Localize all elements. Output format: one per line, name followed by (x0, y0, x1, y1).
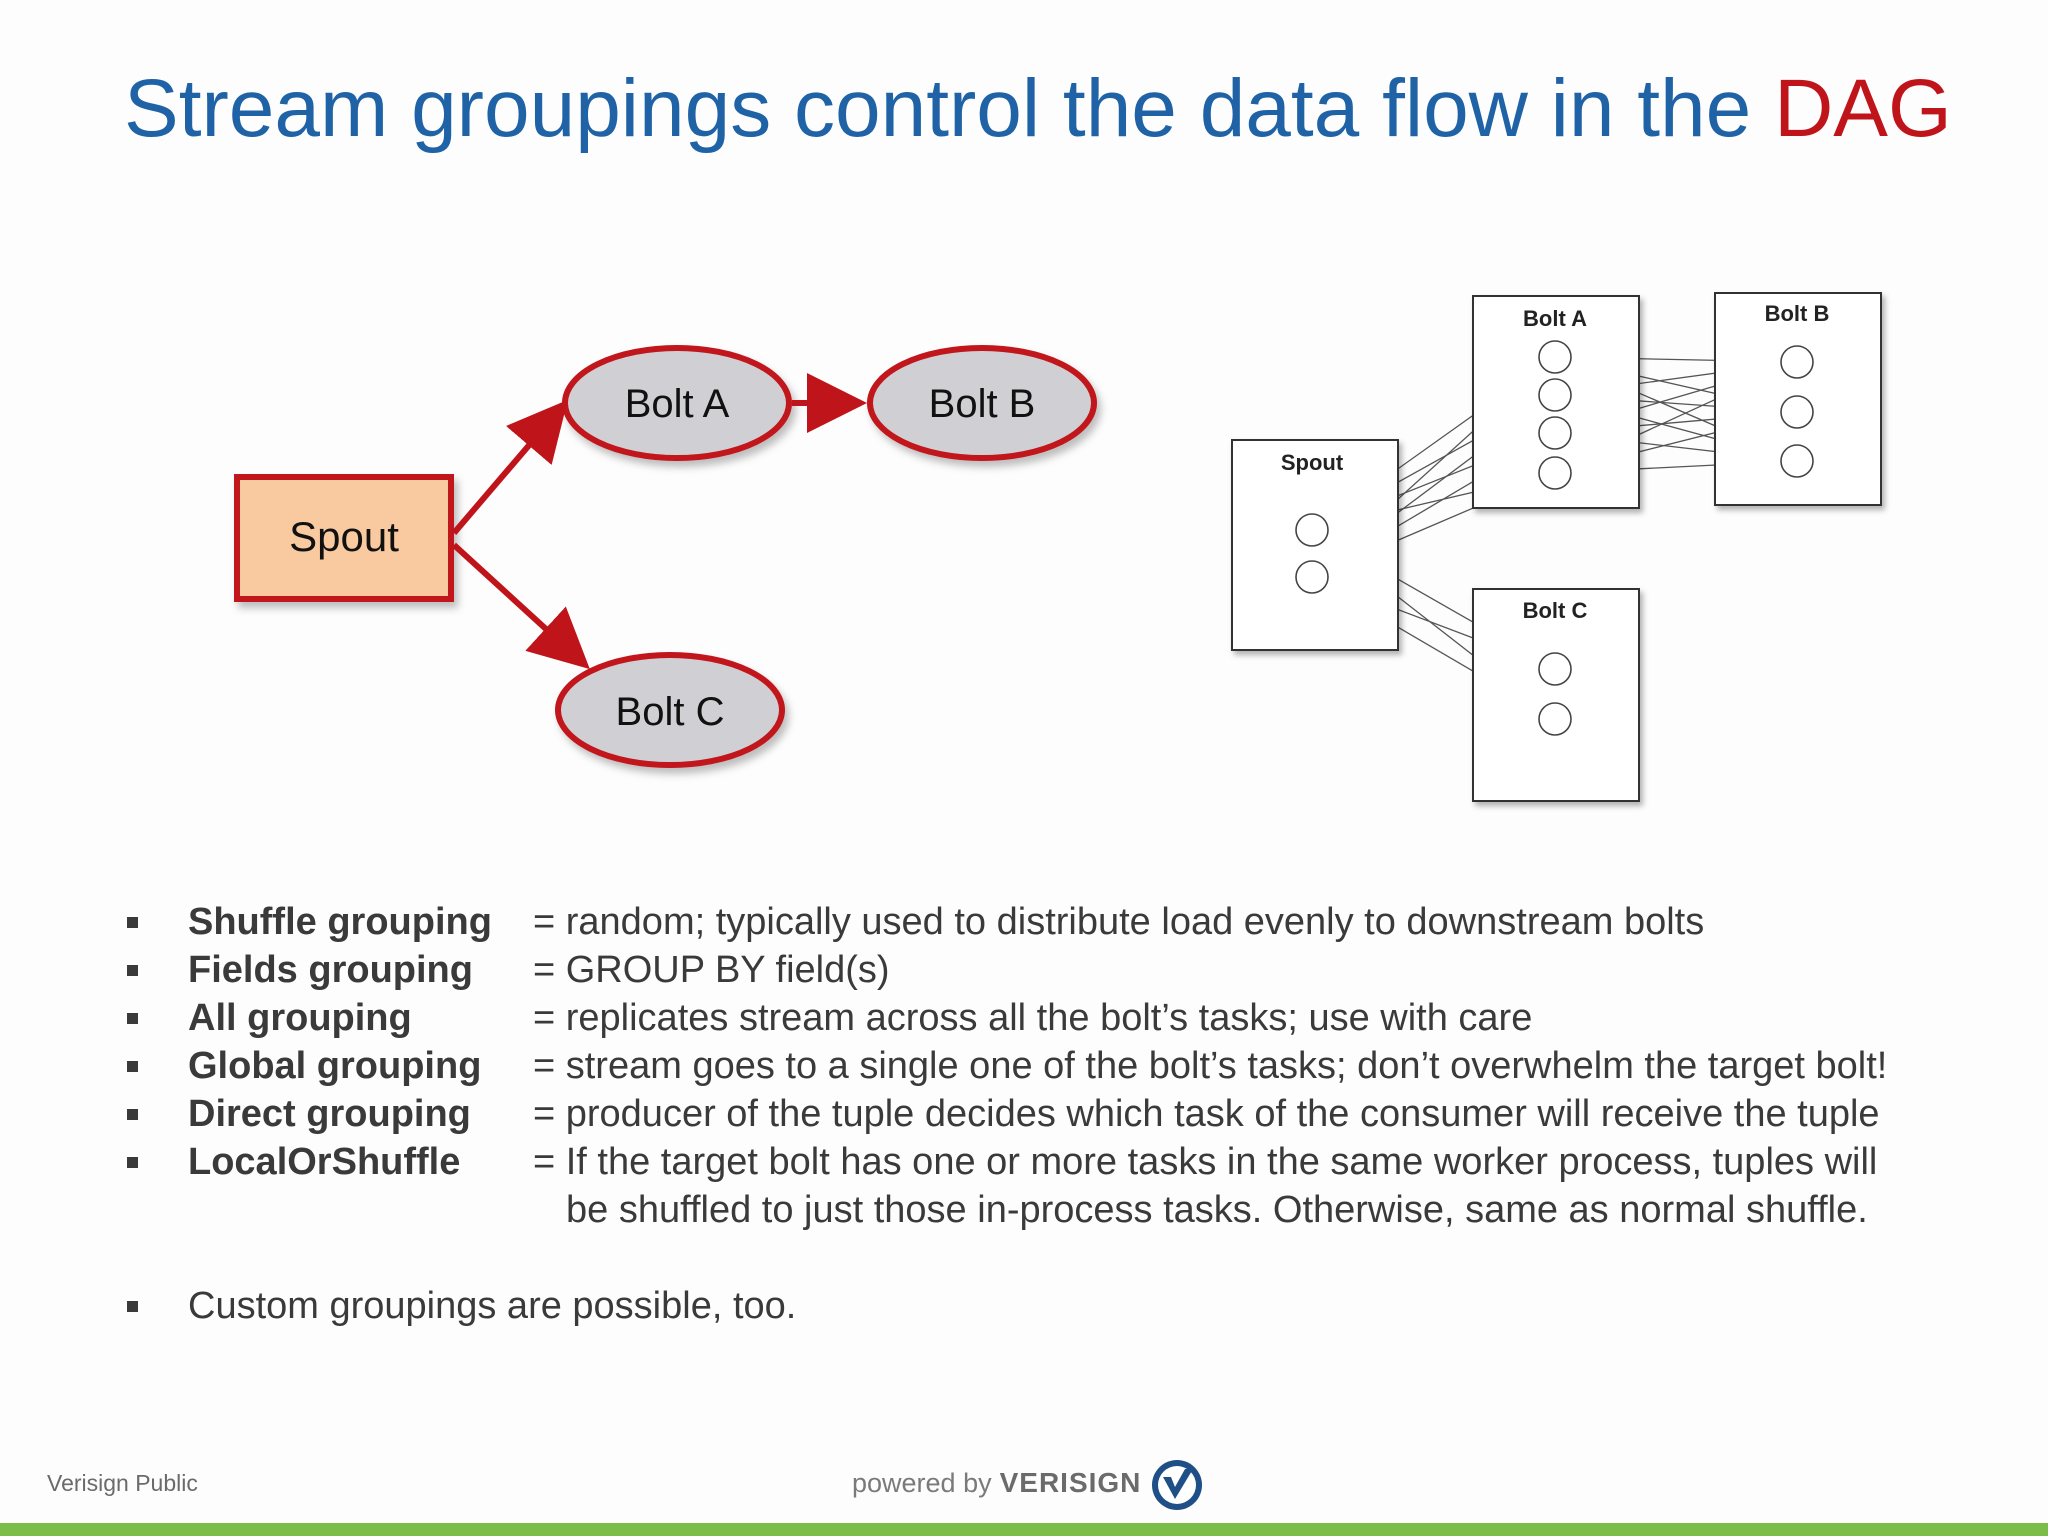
task-level-diagram: Spout Bolt A Bolt B Bolt C (1231, 292, 1882, 802)
bolt-b-node (867, 345, 1097, 461)
task-bolt-c-box (1472, 588, 1640, 802)
list-item: LocalOrShuffle = If the target bolt has … (124, 1138, 2004, 1186)
verisign-check-icon (1152, 1460, 1203, 1510)
bolt-b-task-node (1780, 345, 1814, 379)
bullet-square-icon (127, 1013, 138, 1024)
bullet-square-icon (127, 917, 138, 928)
custom-groupings-note: Custom groupings are possible, too. (188, 1285, 797, 1327)
list-item: Custom groupings are possible, too. (124, 1282, 2004, 1330)
grouping-description: = producer of the tuple decides which ta… (533, 1093, 1880, 1135)
bolt-c-node (555, 652, 785, 768)
grouping-term: Global grouping (188, 1045, 482, 1087)
footer-accent-bar (0, 1523, 2048, 1536)
spout-task-node (1295, 513, 1329, 547)
list-item-continuation: be shuffled to just those in-process tas… (124, 1186, 2004, 1234)
grouping-description: = If the target bolt has one or more tas… (533, 1141, 1878, 1183)
list-item: Global grouping = stream goes to a singl… (124, 1042, 2004, 1090)
slide-title: Stream groupings control the data flow i… (124, 62, 1952, 156)
title-main: Stream groupings control the data flow i… (124, 63, 1775, 154)
bolt-b-task-node (1780, 444, 1814, 478)
spout-task-node (1295, 560, 1329, 594)
task-bolt-c-label: Bolt C (1523, 598, 1588, 623)
bolt-c-task-node (1538, 702, 1572, 736)
grouping-description: = stream goes to a single one of the bol… (533, 1045, 1888, 1087)
edge-spout-bolt-c (451, 542, 590, 670)
grouping-term: LocalOrShuffle (188, 1141, 461, 1183)
bullet-square-icon (127, 1301, 138, 1312)
classification-label: Verisign Public (47, 1470, 198, 1496)
edge-spout-bolt-a (451, 399, 568, 535)
footer-logo: powered by VERISIGN (852, 1453, 1209, 1513)
grouping-description: = random; typically used to distribute l… (533, 901, 1705, 943)
list-item: All grouping = replicates stream across … (124, 994, 2004, 1042)
bolt-b-task-node (1780, 395, 1814, 429)
task-spout-label: Spout (1281, 450, 1344, 475)
grouping-description: = replicates stream across all the bolt’… (533, 997, 1533, 1039)
spout-box (234, 474, 454, 602)
spacer (124, 1234, 2004, 1282)
list-item: Shuffle grouping = random; typically use… (124, 898, 2004, 946)
task-bolt-a-label: Bolt A (1523, 306, 1587, 331)
list-item: Fields grouping = GROUP BY field(s) (124, 946, 2004, 994)
grouping-term: Shuffle grouping (188, 901, 492, 943)
grouping-description: = GROUP BY field(s) (533, 949, 890, 991)
bolt-a-task-node (1538, 456, 1572, 490)
bullet-square-icon (127, 1061, 138, 1072)
bolt-a-task-node (1538, 340, 1572, 374)
bolt-a-task-node (1538, 416, 1572, 450)
bolt-c-label: Bolt C (616, 690, 725, 734)
grouping-description-continued: be shuffled to just those in-process tas… (566, 1189, 1868, 1231)
brand-name: VERISIGN (999, 1467, 1142, 1498)
title-accent: DAG (1774, 63, 1952, 154)
spout-label: Spout (289, 513, 399, 560)
list-item: Direct grouping = producer of the tuple … (124, 1090, 2004, 1138)
bullet-square-icon (127, 1157, 138, 1168)
bolt-a-task-node (1538, 378, 1572, 412)
bullet-square-icon (127, 1109, 138, 1120)
task-nodes (1295, 340, 1814, 736)
powered-by-text: powered by (852, 1467, 992, 1498)
grouping-term: All grouping (188, 997, 412, 1039)
bolt-b-label: Bolt B (929, 382, 1036, 426)
grouping-term: Direct grouping (188, 1093, 471, 1135)
bullet-square-icon (127, 965, 138, 976)
grouping-list: Shuffle grouping = random; typically use… (124, 898, 2004, 1330)
task-bolt-b-label: Bolt B (1765, 301, 1830, 326)
simple-dag-diagram: Spout Bolt A Bolt B Bolt C (234, 345, 1097, 768)
bolt-a-label: Bolt A (625, 382, 730, 426)
bolt-c-task-node (1538, 652, 1572, 686)
grouping-term: Fields grouping (188, 949, 473, 991)
